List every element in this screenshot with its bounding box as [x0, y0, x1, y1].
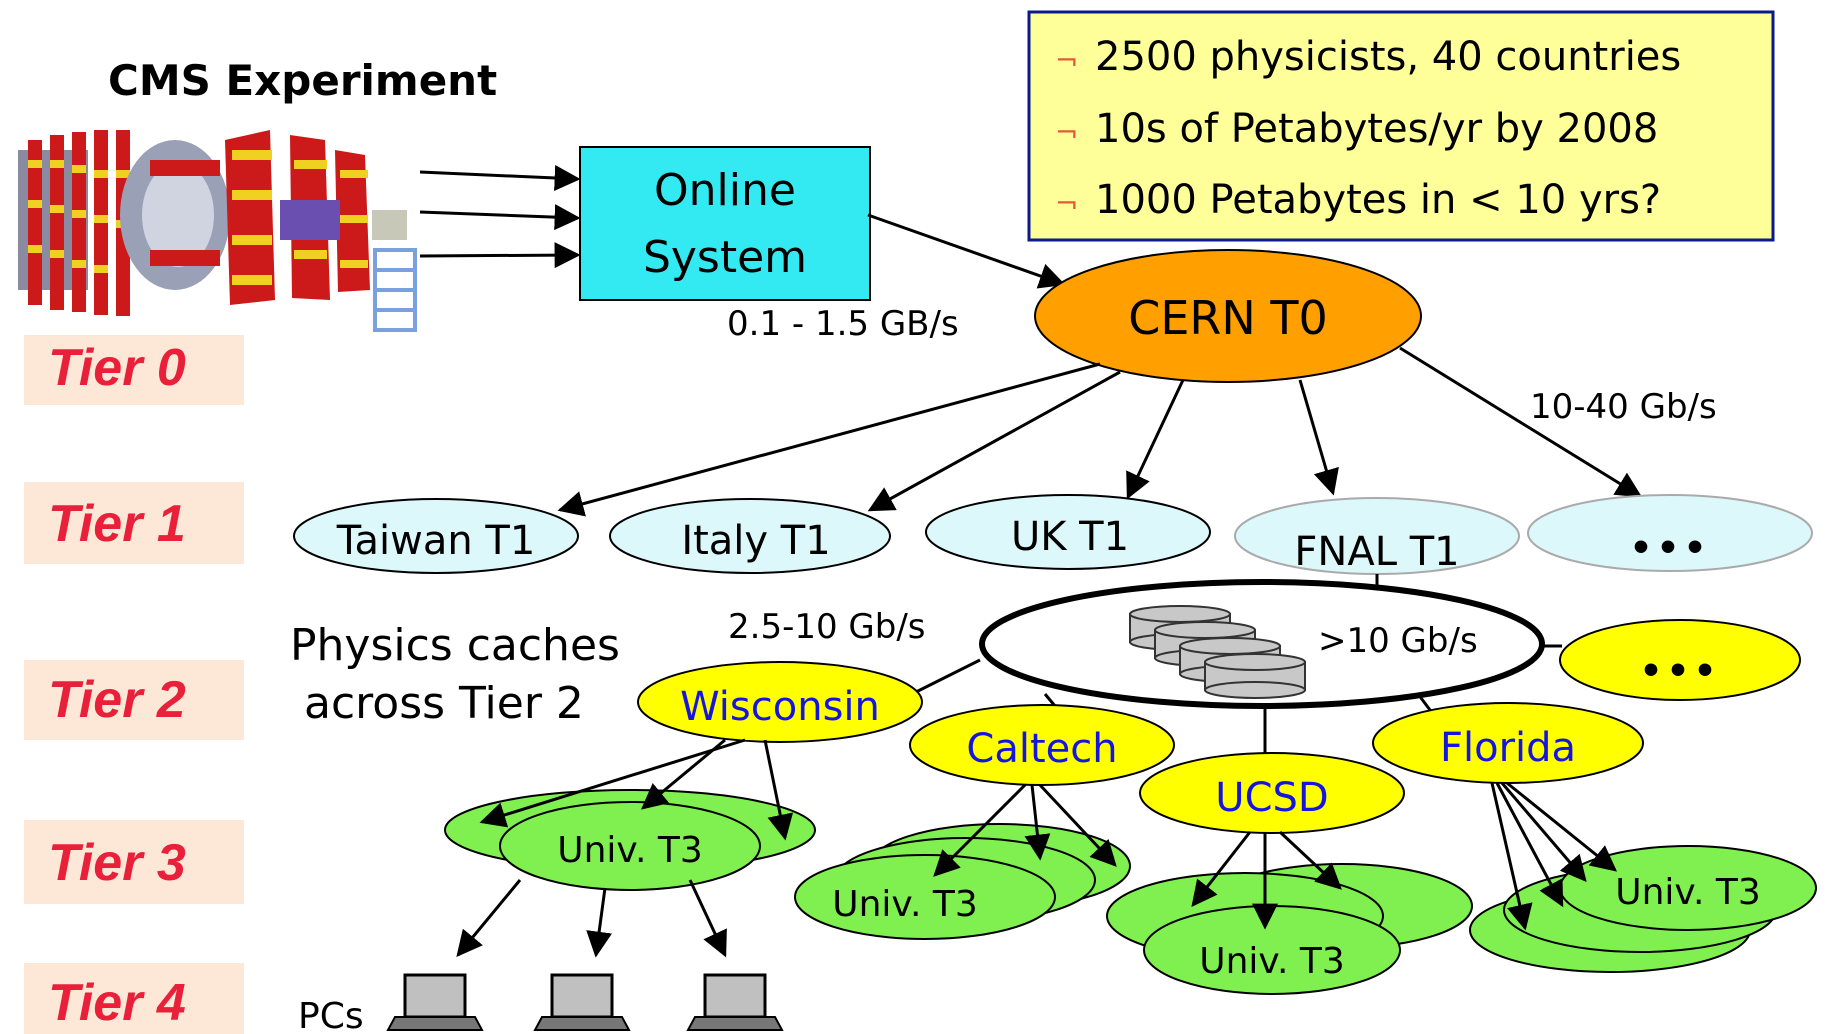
cern-to-t1-arrows: [557, 346, 1643, 517]
online-system-node: Online System: [579, 146, 871, 301]
pcs-label: PCs: [298, 996, 364, 1034]
wisconsin-t3-cluster: Univ. T3: [444, 789, 816, 891]
tier-4-label: Tier 4: [48, 974, 186, 1032]
fact-item-1: 2500 physicists, 40 countries: [1095, 34, 1681, 80]
taiwan-t1-label: Taiwan T1: [336, 518, 536, 564]
t3-to-pc-arrows: [456, 879, 727, 958]
wisconsin-t3-label: Univ. T3: [557, 830, 702, 871]
cern-t0-label: CERN T0: [1128, 291, 1328, 345]
more-t1-label: •••: [1629, 528, 1710, 569]
caltech-t3-label: Univ. T3: [832, 884, 977, 925]
tier-labels: Tier 0 Tier 1 Tier 2 Tier 3 Tier 4: [24, 335, 244, 1034]
tier-0-bg: [24, 335, 244, 405]
ucsd-label: UCSD: [1215, 775, 1328, 821]
ucsd-t3-cluster: Univ. T3: [1106, 863, 1473, 995]
wisconsin-node: [637, 661, 923, 743]
t1-to-t2-rate: 2.5-10 Gb/s: [728, 607, 926, 647]
tier-4-bg: [24, 963, 244, 1034]
pc-3-icon: [686, 973, 784, 1031]
cms-detector-image: [18, 130, 417, 332]
fact-item-2: 10s of Petabytes/yr by 2008: [1095, 106, 1658, 152]
uk-t1-node: [925, 494, 1211, 570]
tier-3-label: Tier 3: [48, 834, 186, 892]
caches-line2: across Tier 2: [304, 678, 584, 729]
uk-t1-label: UK T1: [1011, 514, 1129, 560]
more-t2-node: [1559, 619, 1801, 701]
ucsd-t3-label: Univ. T3: [1199, 941, 1344, 982]
more-t1-node: [1527, 494, 1813, 572]
fnal-ring-rate: >10 Gb/s: [1318, 621, 1478, 661]
detector-output-arrows: [419, 164, 581, 269]
italy-t1-label: Italy T1: [681, 518, 830, 564]
fact-bullet-1: ¬: [1055, 44, 1078, 77]
caltech-to-t3-arrows: [933, 783, 1117, 877]
tier-2-label: Tier 2: [48, 671, 186, 729]
online-system-line1: Online: [654, 165, 796, 216]
disk-stack-icon: [1129, 605, 1306, 699]
more-t2-label: •••: [1639, 651, 1720, 692]
fact-bullet-3: ¬: [1055, 187, 1078, 220]
florida-t3-label: Univ. T3: [1615, 872, 1760, 913]
ucsd-node: [1139, 752, 1405, 834]
tier-1-label: Tier 1: [48, 495, 186, 553]
facts-box: ¬ 2500 physicists, 40 countries ¬ 10s of…: [1027, 10, 1775, 242]
tier-0-label: Tier 0: [48, 339, 186, 397]
cern-t0-node: CERN T0: [1034, 249, 1422, 383]
ucsd-to-t3-arrows: [1191, 830, 1342, 930]
florida-t3-cluster: Univ. T3: [1469, 845, 1817, 973]
tier2-ring: >10 Gb/s: [899, 574, 1562, 754]
tier2-nodes: Wisconsin Caltech UCSD Florida •••: [637, 619, 1801, 834]
fact-bullet-2: ¬: [1055, 116, 1078, 149]
tier-1-bg: [24, 482, 244, 564]
wisconsin-to-t3-arrows: [479, 738, 794, 841]
tier1-nodes: Taiwan T1 Italy T1 UK T1 FNAL T1 •••: [293, 494, 1813, 575]
online-to-cern-rate: 0.1 - 1.5 GB/s: [727, 304, 959, 344]
florida-to-t3-arrows: [1490, 781, 1618, 931]
caches-line1: Physics caches: [290, 620, 620, 671]
tier-2-bg: [24, 660, 244, 740]
fnal-t1-label: FNAL T1: [1294, 529, 1459, 575]
taiwan-t1-node: [293, 498, 579, 574]
fact-item-3: 1000 Petabytes in < 10 yrs?: [1095, 177, 1661, 223]
caltech-t3-cluster: Univ. T3: [794, 823, 1131, 940]
caltech-label: Caltech: [966, 726, 1117, 772]
cern-to-t1-rate: 10-40 Gb/s: [1530, 387, 1717, 427]
wisconsin-label: Wisconsin: [680, 684, 880, 730]
pc-2-icon: [533, 973, 631, 1031]
tier-3-bg: [24, 820, 244, 904]
florida-label: Florida: [1440, 725, 1576, 771]
online-system-line2: System: [643, 232, 807, 283]
online-to-cern-arrow: [867, 213, 1066, 289]
pc-1-icon: [386, 973, 484, 1031]
experiment-title: CMS Experiment: [108, 56, 497, 105]
italy-t1-node: [609, 498, 891, 574]
